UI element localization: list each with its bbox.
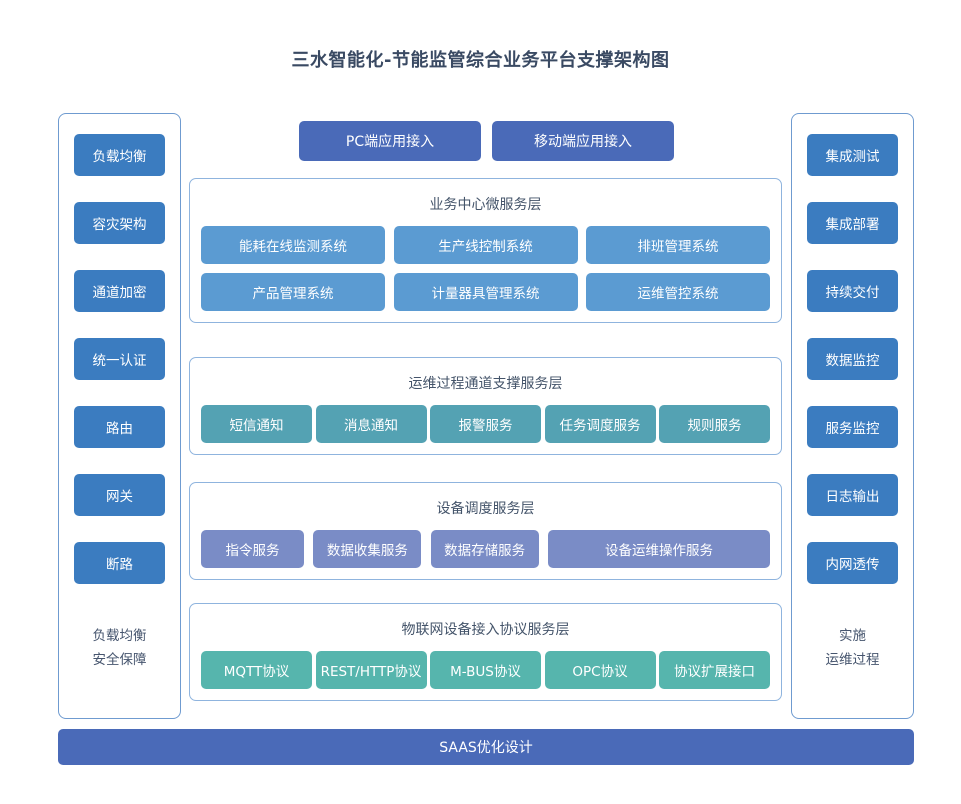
saas-optimization-bar[interactable]: SAAS优化设计 (58, 729, 914, 765)
layer-business-microservices: 业务中心微服务层 能耗在线监测系统 生产线控制系统 排班管理系统 产品管理系统 … (189, 178, 782, 323)
layer-ops-channel-support: 运维过程通道支撑服务层 短信通知 消息通知 报警服务 任务调度服务 规则服务 (189, 357, 782, 455)
protocol-extension[interactable]: 协议扩展接口 (659, 651, 770, 689)
service-rule-engine[interactable]: 规则服务 (659, 405, 770, 443)
service-product-management[interactable]: 产品管理系统 (201, 273, 385, 311)
side-item-log-output[interactable]: 日志输出 (807, 474, 898, 516)
layer-iot-protocol-access: 物联网设备接入协议服务层 MQTT协议 REST/HTTP协议 M-BUS协议 … (189, 603, 782, 701)
side-item-dr-architecture[interactable]: 容灾架构 (74, 202, 165, 244)
layer-row: MQTT协议 REST/HTTP协议 M-BUS协议 OPC协议 协议扩展接口 (201, 651, 770, 689)
protocol-opc[interactable]: OPC协议 (544, 651, 656, 689)
service-metering-devices[interactable]: 计量器具管理系统 (393, 273, 578, 311)
protocol-rest-http[interactable]: REST/HTTP协议 (315, 651, 427, 689)
layer-row: 指令服务 数据收集服务 数据存储服务 设备运维操作服务 (201, 530, 770, 568)
protocol-mbus[interactable]: M-BUS协议 (430, 651, 541, 689)
side-item-gateway[interactable]: 网关 (74, 474, 165, 516)
service-sms-notify[interactable]: 短信通知 (201, 405, 312, 443)
service-data-collect[interactable]: 数据收集服务 (313, 530, 422, 568)
service-shift-scheduling[interactable]: 排班管理系统 (586, 226, 770, 264)
service-ops-control[interactable]: 运维管控系统 (586, 273, 770, 311)
pc-access-button[interactable]: PC端应用接入 (299, 121, 481, 161)
side-item-routing[interactable]: 路由 (74, 406, 165, 448)
service-alarm[interactable]: 报警服务 (430, 405, 541, 443)
right-panel-footer: 实施 运维过程 (826, 624, 880, 672)
side-item-unified-auth[interactable]: 统一认证 (74, 338, 165, 380)
right-panel-footer-line1: 实施 (839, 628, 866, 644)
service-energy-monitoring[interactable]: 能耗在线监测系统 (201, 226, 385, 264)
side-item-continuous-delivery[interactable]: 持续交付 (807, 270, 898, 312)
layer-title: 业务中心微服务层 (429, 197, 542, 213)
layer-row: 产品管理系统 计量器具管理系统 运维管控系统 (201, 273, 770, 311)
mobile-access-button[interactable]: 移动端应用接入 (492, 121, 674, 161)
page-title: 三水智能化-节能监管综合业务平台支撑架构图 (291, 50, 670, 71)
right-panel-footer-line2: 运维过程 (825, 652, 880, 668)
side-item-load-balance[interactable]: 负载均衡 (74, 134, 165, 176)
side-item-circuit-breaker[interactable]: 断路 (74, 542, 165, 584)
layer-device-scheduling: 设备调度服务层 指令服务 数据收集服务 数据存储服务 设备运维操作服务 (189, 482, 782, 580)
left-panel-footer: 负载均衡 安全保障 (93, 624, 147, 672)
side-item-integration-test[interactable]: 集成测试 (807, 134, 898, 176)
left-support-panel: 负载均衡 容灾架构 通道加密 统一认证 路由 网关 断路 负载均衡 安全保障 (58, 113, 181, 719)
service-device-ops[interactable]: 设备运维操作服务 (547, 530, 770, 568)
service-data-storage[interactable]: 数据存储服务 (430, 530, 539, 568)
service-production-line[interactable]: 生产线控制系统 (393, 226, 578, 264)
side-item-intranet-tunnel[interactable]: 内网透传 (807, 542, 898, 584)
side-item-service-monitoring[interactable]: 服务监控 (807, 406, 898, 448)
application-access-row: PC端应用接入 移动端应用接入 (299, 121, 674, 161)
right-devops-panel: 集成测试 集成部署 持续交付 数据监控 服务监控 日志输出 内网透传 实施 运维… (791, 113, 914, 719)
layer-title: 运维过程通道支撑服务层 (408, 376, 563, 392)
side-item-integration-deploy[interactable]: 集成部署 (807, 202, 898, 244)
side-item-data-monitoring[interactable]: 数据监控 (807, 338, 898, 380)
layer-row: 短信通知 消息通知 报警服务 任务调度服务 规则服务 (201, 405, 770, 443)
layer-row: 能耗在线监测系统 生产线控制系统 排班管理系统 (201, 226, 770, 264)
service-message-notify[interactable]: 消息通知 (315, 405, 427, 443)
layer-title: 设备调度服务层 (436, 501, 535, 517)
service-command[interactable]: 指令服务 (201, 530, 304, 568)
left-panel-footer-line2: 安全保障 (92, 652, 147, 668)
layer-title: 物联网设备接入协议服务层 (401, 622, 570, 638)
side-item-channel-encrypt[interactable]: 通道加密 (74, 270, 165, 312)
service-task-scheduler[interactable]: 任务调度服务 (544, 405, 656, 443)
left-panel-footer-line1: 负载均衡 (92, 628, 147, 644)
protocol-mqtt[interactable]: MQTT协议 (201, 651, 312, 689)
